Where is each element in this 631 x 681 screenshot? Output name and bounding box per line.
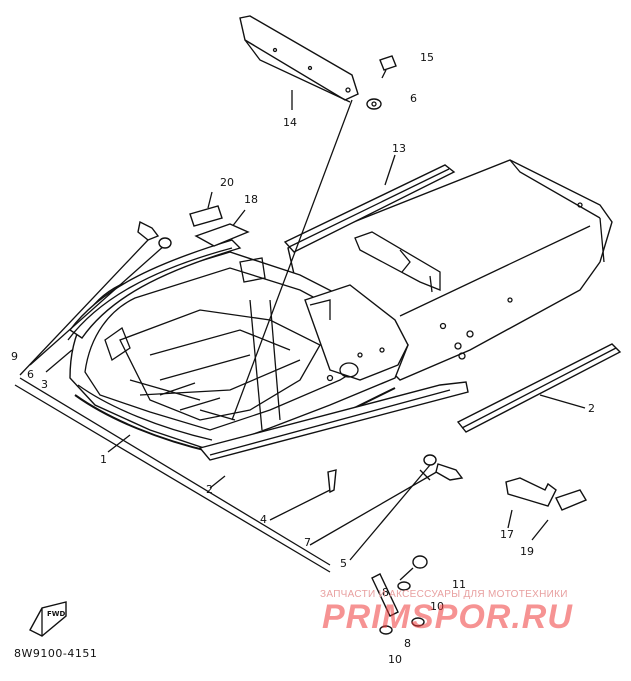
callout-15: 15 <box>420 51 434 64</box>
callout-13: 13 <box>392 142 406 155</box>
callout-1: 1 <box>100 453 107 466</box>
callout-20: 20 <box>220 176 234 189</box>
leader-lines <box>14 90 586 573</box>
callout-2b: 2 <box>588 402 595 415</box>
callout-2a: 2 <box>206 483 213 496</box>
seat-base-frame <box>69 251 409 454</box>
side-trim-2-right <box>456 343 622 433</box>
callout-17: 17 <box>500 528 514 541</box>
callout-14: 14 <box>283 116 297 129</box>
fwd-label: FWD <box>47 610 66 618</box>
watermark-tagline: ЗАПЧАСТИ И АКСЕССУАРЫ ДЛЯ МОТОТЕХНИКИ <box>320 589 568 600</box>
callout-8a: 8 <box>382 586 389 599</box>
watermark-site: PRIMSPOR.RU <box>322 598 573 636</box>
right-side-rail <box>198 381 469 461</box>
fwd-arrow-icon: FWD <box>29 601 67 637</box>
watermark: ЗАПЧАСТИ И АКСЕССУАРЫ ДЛЯ МОТОТЕХНИКИ PR… <box>320 589 573 636</box>
diagram-code: 8W9100-4151 <box>14 647 97 660</box>
callout-10b: 10 <box>388 653 402 666</box>
callout-9: 9 <box>11 350 18 363</box>
callout-5: 5 <box>340 557 347 570</box>
callout-4: 4 <box>260 513 267 526</box>
callout-6a: 6 <box>27 368 34 381</box>
bracket-14 <box>239 15 359 103</box>
callout-8b: 8 <box>404 637 411 650</box>
callout-19: 19 <box>520 545 534 558</box>
fasteners <box>137 55 588 635</box>
callout-10a: 10 <box>430 600 444 613</box>
left-side-rail <box>67 239 242 341</box>
strip-13 <box>283 164 456 253</box>
callout-6b: 6 <box>410 92 417 105</box>
callout-11: 11 <box>452 578 466 591</box>
callout-3: 3 <box>41 378 48 391</box>
callout-labels: 1 2 2 3 4 5 6 6 7 8 8 9 10 10 11 13 14 1… <box>11 51 595 666</box>
callout-18: 18 <box>244 193 258 206</box>
callout-7: 7 <box>304 536 311 549</box>
